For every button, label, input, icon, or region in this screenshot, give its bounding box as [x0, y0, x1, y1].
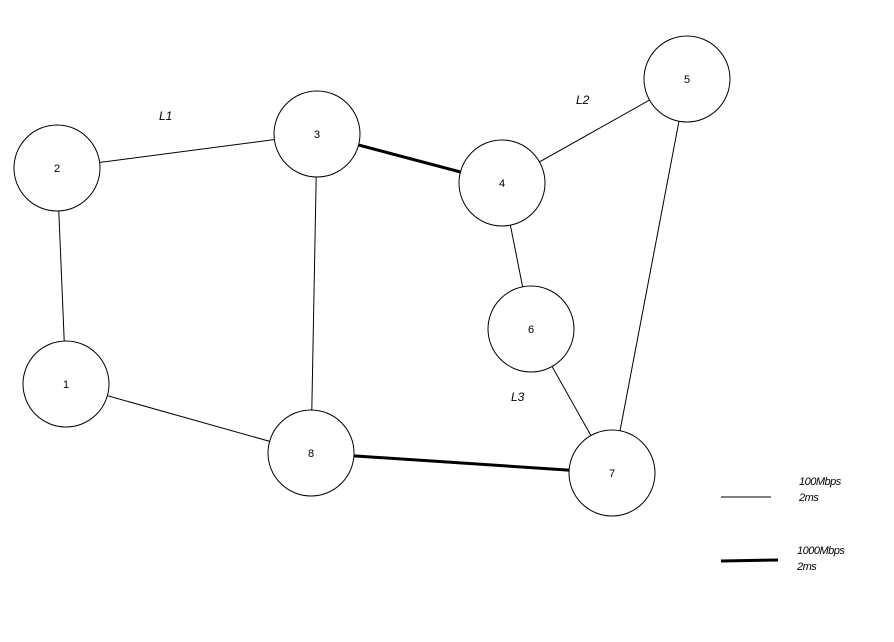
node-1: 1 — [22, 340, 110, 428]
link-3-8 — [310, 133, 318, 454]
node-label: 1 — [63, 379, 69, 391]
link-8-7 — [310, 451, 613, 475]
node-circle — [643, 35, 731, 123]
link-2-3 — [56, 133, 318, 169]
node-6: 6 — [487, 285, 575, 373]
legend: 100Mbps 2ms 1000Mbps 2ms — [720, 476, 846, 573]
node-label: 6 — [528, 324, 534, 336]
node-4: 4 — [458, 139, 546, 227]
legend-thick-bandwidth: 1000Mbps — [797, 545, 845, 557]
legend-thick-line — [720, 558, 779, 563]
node-8: 8 — [267, 409, 355, 497]
node-label: 2 — [54, 163, 60, 175]
legend-thick-delay: 2ms — [796, 561, 817, 573]
link-5-7 — [611, 78, 688, 474]
link-label-l1: L1 — [159, 109, 172, 123]
node-label: 7 — [609, 468, 615, 480]
legend-thin-bandwidth: 100Mbps — [799, 476, 842, 488]
node-circle — [22, 340, 110, 428]
node-circle — [273, 90, 361, 178]
node-label: 5 — [684, 74, 690, 86]
node-circle — [13, 124, 101, 212]
node-5: 5 — [643, 35, 731, 123]
node-label: 3 — [314, 129, 320, 141]
nodes: 1 2 3 4 5 6 7 8 — [13, 35, 731, 517]
node-circle — [267, 409, 355, 497]
legend-thin-delay: 2ms — [798, 492, 819, 504]
link-label-l2: L2 — [576, 93, 590, 107]
node-label: 8 — [308, 448, 314, 460]
node-3: 3 — [273, 90, 361, 178]
node-circle — [487, 285, 575, 373]
link-label-l3: L3 — [511, 390, 525, 404]
node-circle — [568, 429, 656, 517]
node-circle — [458, 139, 546, 227]
links — [56, 78, 688, 475]
node-7: 7 — [568, 429, 656, 517]
node-2: 2 — [13, 124, 101, 212]
node-label: 4 — [499, 178, 505, 190]
